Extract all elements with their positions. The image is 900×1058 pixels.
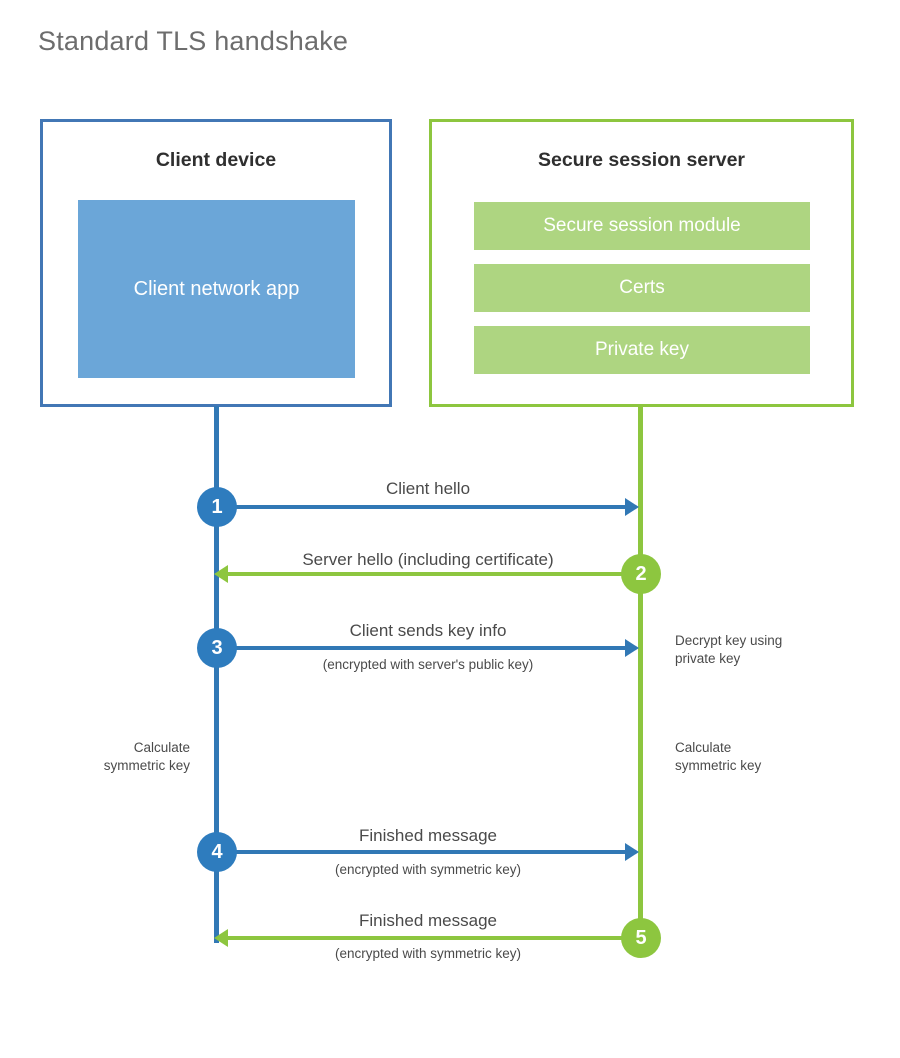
step-4-label: Finished message	[359, 826, 497, 845]
note-decrypt-key: Decrypt key using private key	[675, 633, 783, 667]
step-5-arrow-line	[228, 936, 624, 940]
step-2-arrow-head-icon	[214, 565, 228, 583]
page-title: Standard TLS handshake	[38, 26, 349, 56]
step-4-arrow-line	[217, 850, 625, 854]
step-1-arrow-head-icon	[625, 498, 639, 516]
step-5-sublabel: (encrypted with symmetric key)	[334, 946, 522, 961]
step-1-label: Client hello	[385, 479, 471, 498]
note-client-calculate-symmetric-key: Calculate symmetric key	[103, 740, 190, 774]
client-lifeline	[214, 406, 219, 943]
step-badge-5[interactable]: 5	[621, 918, 661, 958]
secure-session-server-title: Secure session server	[537, 149, 746, 171]
step-4-sublabel: (encrypted with symmetric key)	[334, 862, 522, 877]
step-4-arrow-head-icon	[625, 843, 639, 861]
step-3-label: Client sends key info	[349, 621, 507, 640]
step-3-sublabel: (encrypted with server's public key)	[322, 657, 534, 672]
note-server-calculate-symmetric-key: Calculate symmetric key	[675, 740, 762, 774]
server-component-secure-session-module: Secure session module	[474, 202, 810, 250]
server-component-private-key: Private key	[474, 326, 810, 374]
step-2-label: Server hello (including certificate)	[302, 550, 554, 569]
step-badge-2[interactable]: 2	[621, 554, 661, 594]
step-1-arrow-line	[217, 505, 625, 509]
client-device-box: Client device Client network app	[40, 119, 392, 407]
step-badge-1[interactable]: 1	[197, 487, 237, 527]
step-2-arrow-line	[228, 572, 624, 576]
client-network-app-block: Client network app	[78, 200, 355, 378]
client-device-title: Client device	[155, 149, 277, 171]
step-badge-3[interactable]: 3	[197, 628, 237, 668]
step-5-arrow-head-icon	[214, 929, 228, 947]
server-component-certs: Certs	[474, 264, 810, 312]
step-5-label: Finished message	[359, 911, 497, 930]
secure-session-server-box: Secure session server Secure session mod…	[429, 119, 854, 407]
step-badge-4[interactable]: 4	[197, 832, 237, 872]
step-3-arrow-head-icon	[625, 639, 639, 657]
step-3-arrow-line	[217, 646, 625, 650]
server-lifeline	[638, 405, 643, 939]
